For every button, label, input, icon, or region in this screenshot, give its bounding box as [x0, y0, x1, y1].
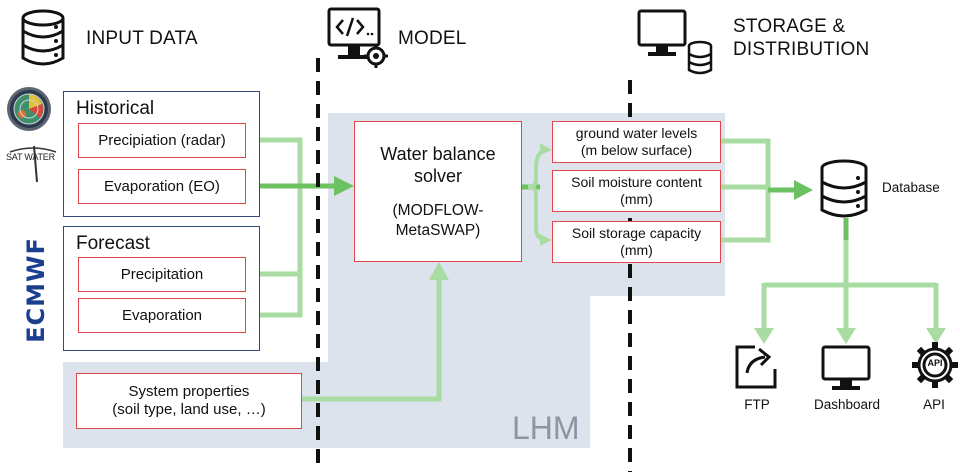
- solver-title-line2: solver: [413, 165, 462, 186]
- ecmwf-logo: ECMWF: [22, 222, 50, 362]
- api-gear-icon: API: [910, 340, 960, 390]
- output-soil-moisture-title: Soil moisture content: [571, 174, 702, 190]
- dashboard-label: Dashboard: [813, 397, 881, 412]
- output-groundwater-box: ground water levels (m below surface): [552, 121, 721, 163]
- output-soil-storage-title: Soil storage capacity: [571, 225, 702, 241]
- api-badge-text: API: [927, 358, 943, 368]
- forecast-evaporation-label: Evaporation: [121, 306, 203, 324]
- database-label: Database: [882, 180, 940, 195]
- system-properties-detail: (soil type, land use, …): [112, 401, 266, 418]
- historical-evaporation-box: Evaporation (EO): [78, 169, 246, 204]
- forecast-evaporation-box: Evaporation: [78, 298, 246, 333]
- output-groundwater-title: ground water levels: [575, 125, 698, 141]
- radar-logo-icon: [6, 86, 52, 132]
- section-model-title: MODEL: [398, 28, 467, 49]
- output-soil-moisture-unit: (mm): [620, 191, 653, 207]
- satwater-logo-icon: SAT WATER: [2, 142, 64, 184]
- code-monitor-icon: [326, 6, 390, 70]
- historical-evaporation-label: Evaporation (EO): [104, 177, 220, 195]
- section-storage-title-1: STORAGE &: [733, 16, 846, 37]
- water-balance-solver-box: Water balance solver (MODFLOW- MetaSWAP): [354, 121, 522, 262]
- historical-precipitation-box: Precipiation (radar): [78, 123, 246, 158]
- monitor-database-icon: [636, 8, 716, 78]
- output-soil-storage-box: Soil storage capacity (mm): [552, 221, 721, 263]
- solver-model-line1: (MODFLOW-: [392, 201, 484, 219]
- database-store-icon: [818, 158, 870, 220]
- lhm-label: LHM: [512, 410, 580, 446]
- ftp-label: FTP: [744, 397, 770, 412]
- forecast-precipitation-box: Precipitation: [78, 257, 246, 292]
- model-region-bg-lower: [328, 296, 590, 448]
- solver-title-line1: Water balance: [380, 143, 496, 164]
- solver-model-line2: MetaSWAP): [395, 221, 481, 239]
- section-storage-title-2: DISTRIBUTION: [733, 39, 870, 60]
- ftp-icon: [733, 343, 781, 391]
- output-groundwater-unit: (m below surface): [580, 142, 693, 158]
- dashboard-monitor-icon: [820, 344, 872, 392]
- system-properties-title: System properties: [128, 383, 250, 400]
- historical-title: Historical: [76, 98, 155, 119]
- forecast-precipitation-label: Precipitation: [120, 265, 204, 283]
- section-input-title: INPUT DATA: [86, 28, 198, 49]
- ecmwf-logo-text: ECMWF: [22, 237, 50, 343]
- historical-precipitation-label: Precipiation (radar): [98, 131, 226, 149]
- api-label: API: [923, 397, 945, 412]
- database-icon: [18, 8, 68, 68]
- output-soil-storage-unit: (mm): [620, 242, 653, 258]
- forecast-title: Forecast: [76, 233, 150, 254]
- output-soil-moisture-box: Soil moisture content (mm): [552, 170, 721, 212]
- system-properties-box: System properties (soil type, land use, …: [76, 373, 302, 429]
- satwater-logo-text: SAT WATER: [6, 152, 55, 162]
